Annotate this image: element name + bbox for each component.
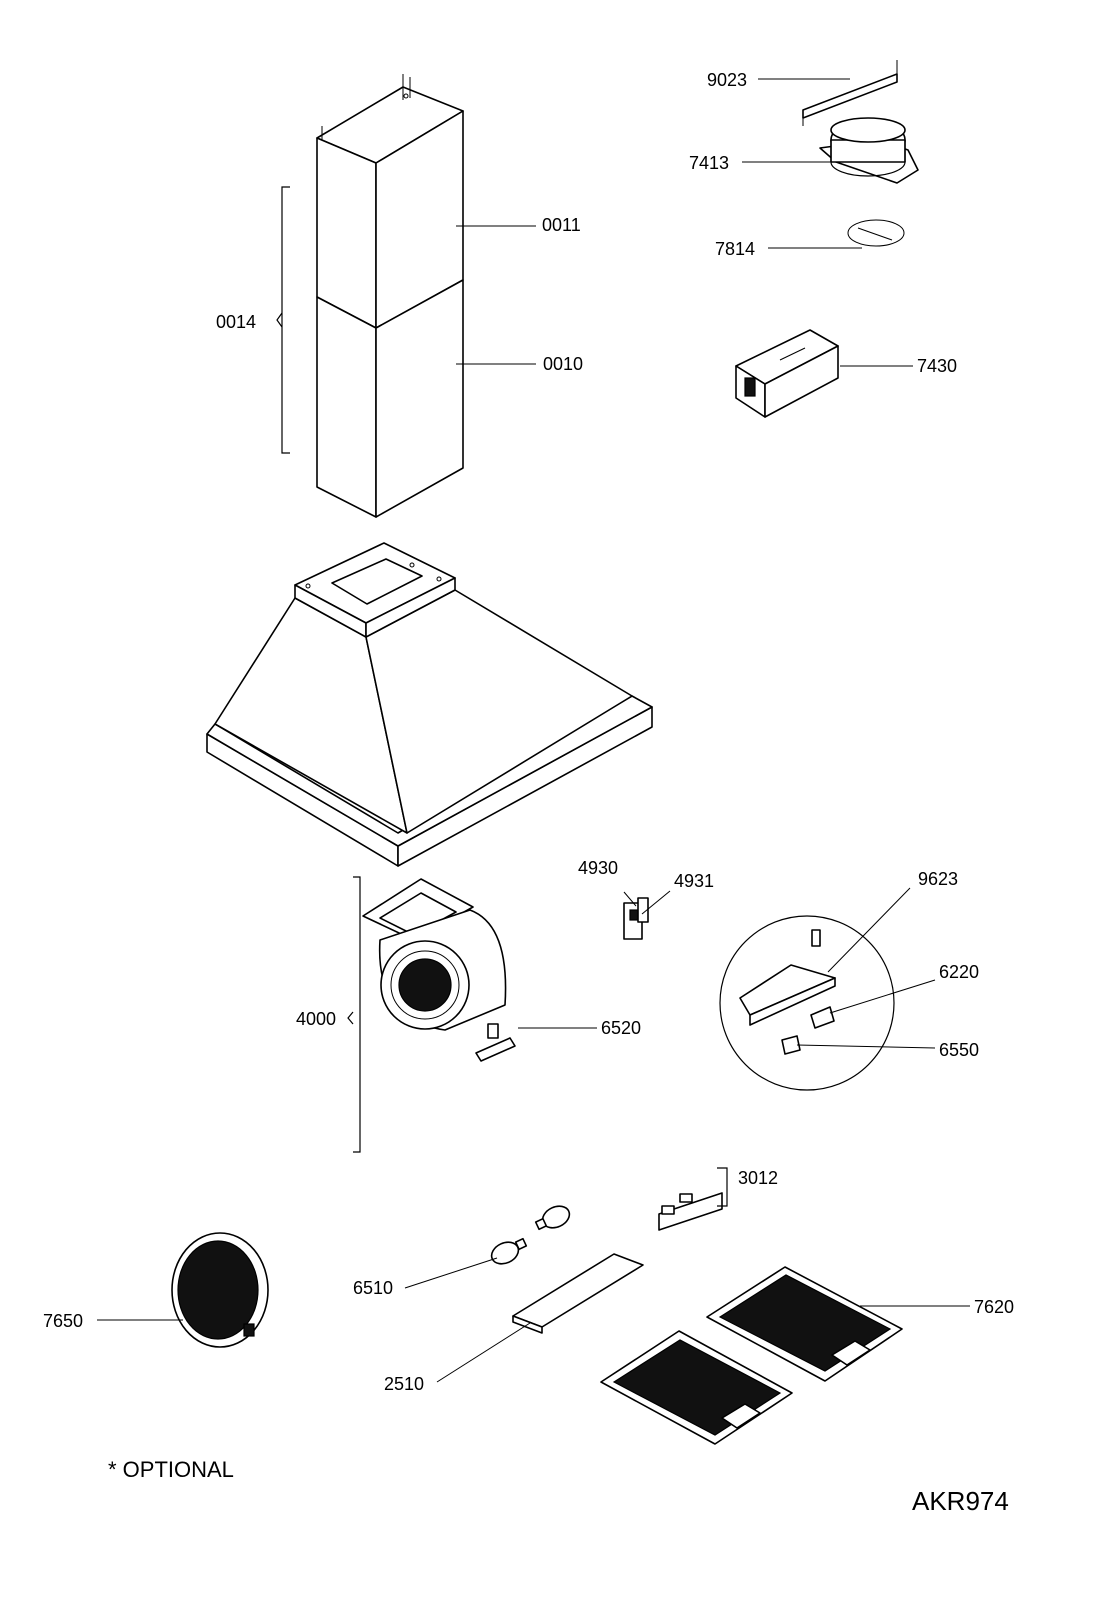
motor-blower-assembly (362, 878, 507, 1031)
lamp-bulbs (490, 1205, 571, 1265)
air-outlet-flange (819, 117, 919, 184)
mounting-bracket-part (802, 60, 898, 126)
label-4930: 4930 (578, 858, 618, 878)
motor-bracket (347, 876, 361, 1153)
label-7413: 7413 (689, 153, 729, 173)
hood-canopy (206, 542, 653, 867)
filter-adapter-housing (735, 329, 839, 418)
leader-lines (97, 78, 970, 1383)
damper-flap (847, 219, 905, 247)
label-0011: 0011 (542, 215, 581, 235)
control-detail-circle (719, 915, 895, 1091)
model-code: AKR974 (912, 1486, 1009, 1516)
optional-footnote: * OPTIONAL (108, 1457, 234, 1482)
capacitor-part (475, 1023, 516, 1062)
label-0014: 0014 (216, 312, 256, 332)
label-2510: 2510 (384, 1374, 424, 1394)
label-6520: 6520 (601, 1018, 641, 1038)
grease-filters (600, 1266, 903, 1445)
chimney-upper-section (316, 74, 464, 329)
label-9023: 9023 (707, 70, 747, 90)
label-0010: 0010 (543, 354, 583, 374)
label-4000: 4000 (296, 1009, 336, 1029)
label-7620: 7620 (974, 1297, 1014, 1317)
label-9623: 9623 (918, 869, 958, 889)
part-labels: 9023 7413 7814 0011 0014 0010 7430 4930 … (43, 70, 1014, 1394)
label-6220: 6220 (939, 962, 979, 982)
carbon-filter (171, 1232, 269, 1348)
switch-board (658, 1167, 728, 1231)
lamp-holder-part (623, 897, 649, 940)
label-3012: 3012 (738, 1168, 778, 1188)
lamp-glass-panel (512, 1253, 644, 1334)
label-7650: 7650 (43, 1311, 83, 1331)
label-7814: 7814 (715, 239, 755, 259)
label-7430: 7430 (917, 356, 957, 376)
label-6550: 6550 (939, 1040, 979, 1060)
chimney-set-bracket (276, 186, 290, 454)
label-6510: 6510 (353, 1278, 393, 1298)
label-4931: 4931 (674, 871, 714, 891)
chimney-lower-section (316, 279, 464, 518)
